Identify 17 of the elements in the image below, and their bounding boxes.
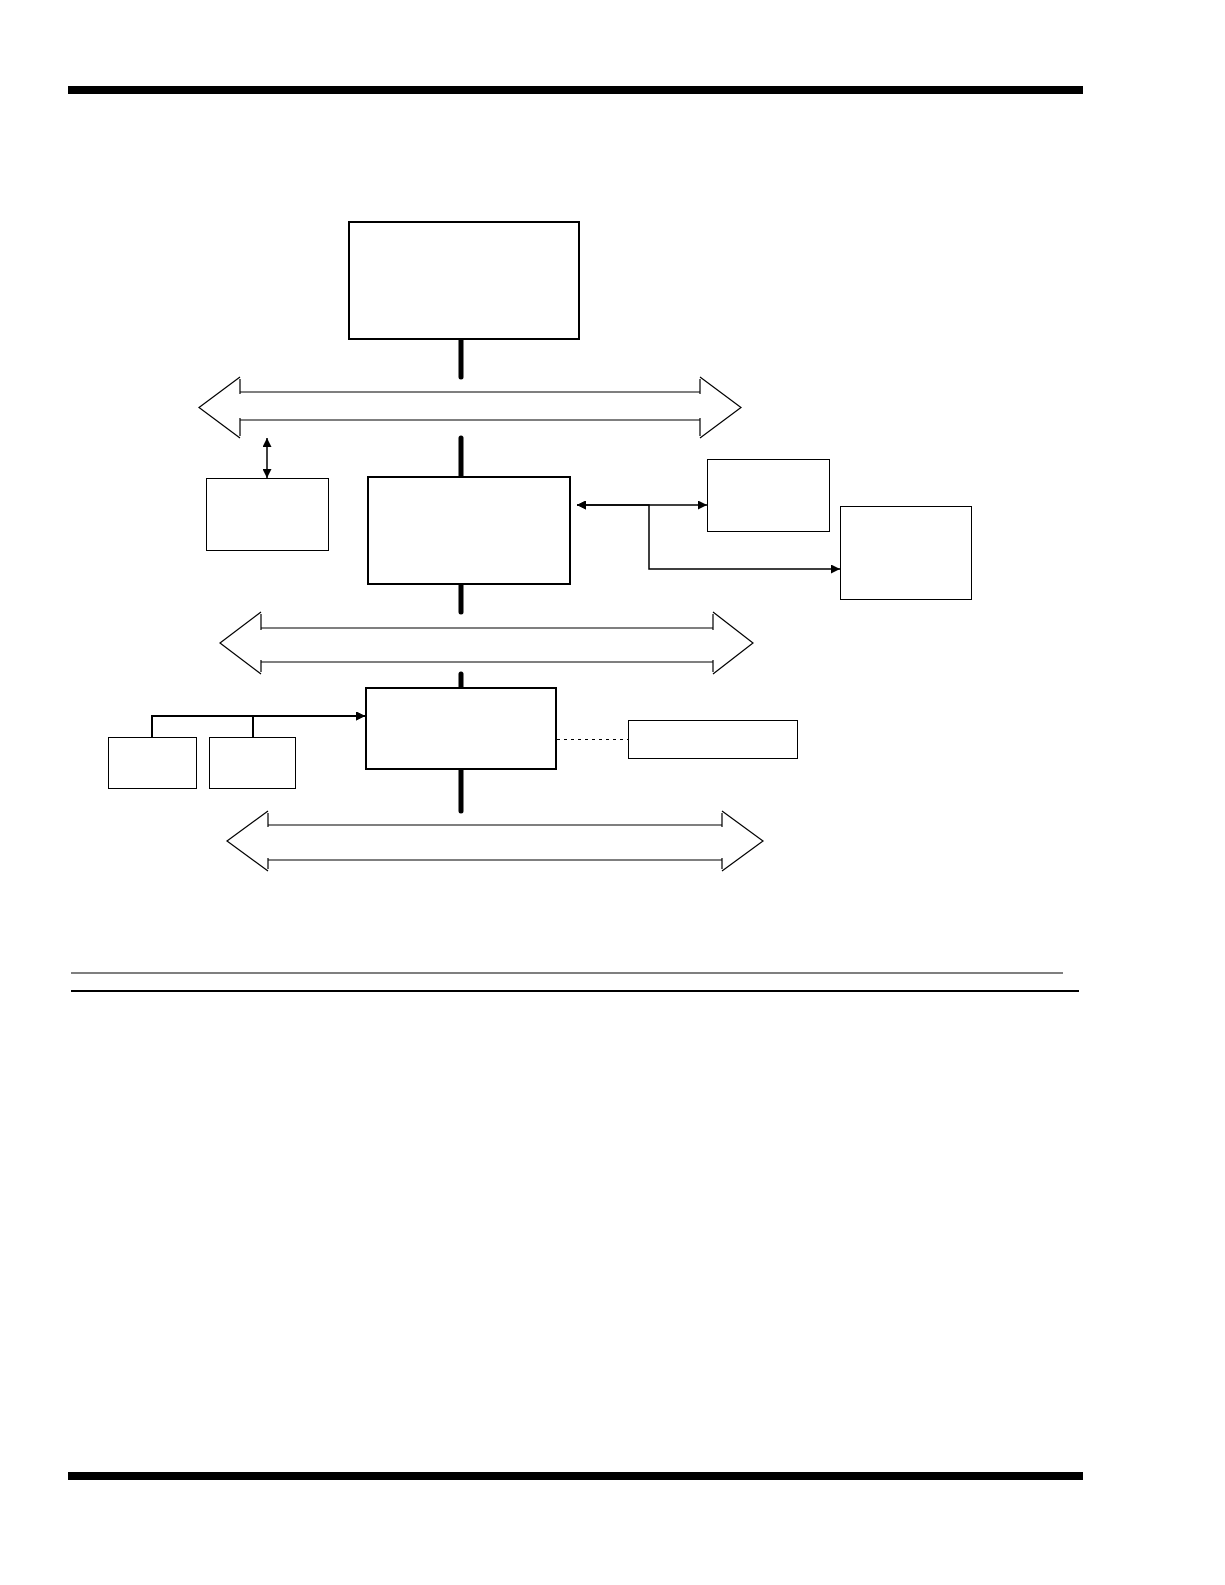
block-box (108, 737, 197, 789)
block-box (367, 476, 571, 585)
arrow (262, 437, 272, 479)
block-box (707, 459, 830, 532)
block-box (628, 720, 798, 759)
block-box (840, 506, 972, 600)
bus-link (458, 671, 464, 690)
block-box (348, 221, 580, 340)
bus-link (458, 435, 464, 479)
block-box (209, 737, 296, 789)
block-box (365, 687, 557, 770)
bus-band (199, 377, 741, 438)
arrow (252, 711, 366, 738)
arrow (576, 500, 841, 574)
bus-band (227, 811, 763, 871)
block-box (206, 478, 329, 551)
bus-band (220, 612, 753, 674)
